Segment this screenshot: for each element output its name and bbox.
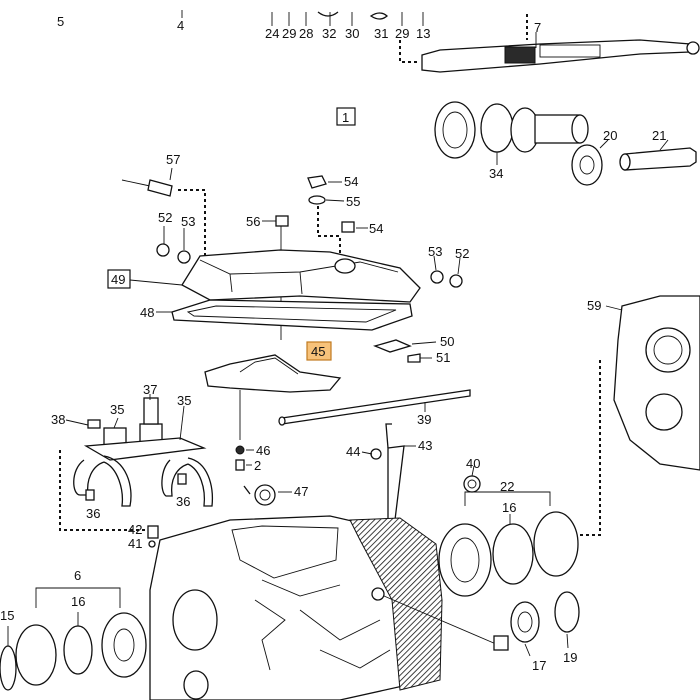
label-16: 16 — [502, 500, 516, 515]
label-39: 39 — [417, 412, 431, 427]
label-55: 55 — [346, 194, 360, 209]
drain-plug — [307, 175, 368, 255]
highlight-box-45 — [306, 341, 332, 361]
ref-box-49 — [107, 269, 131, 289]
part-labels: 5 4 24 29 28 32 30 31 29 13 7 1 34 20 21… — [0, 14, 666, 673]
shift-lever — [361, 423, 416, 529]
label-2: 2 — [254, 458, 261, 473]
label-36: 36 — [176, 494, 190, 509]
cover-gasket — [156, 299, 413, 331]
label-17: 17 — [532, 658, 546, 673]
label-20: 20 — [603, 128, 617, 143]
small-bearings — [510, 591, 580, 657]
label-38: 38 — [51, 412, 65, 427]
shift-plate — [204, 354, 342, 440]
label-35: 35 — [110, 402, 124, 417]
label-35: 35 — [177, 393, 191, 408]
label-43: 43 — [418, 438, 432, 453]
label-29: 29 — [282, 26, 296, 41]
label-59: 59 — [587, 298, 601, 313]
spring-pin — [147, 525, 159, 548]
label-50: 50 — [440, 334, 454, 349]
label-24: 24 — [265, 26, 279, 41]
label-22: 22 — [500, 479, 514, 494]
main-shaft — [399, 14, 700, 73]
label-30: 30 — [345, 26, 359, 41]
label-13: 13 — [416, 26, 430, 41]
gearbox-case — [149, 515, 509, 700]
left-bearings — [0, 587, 147, 691]
label-5: 5 — [57, 14, 64, 29]
top-leaders — [181, 10, 424, 26]
label-52: 52 — [455, 246, 469, 261]
label-45: 45 — [311, 344, 325, 359]
label-54: 54 — [369, 221, 383, 236]
label-44: 44 — [346, 444, 360, 459]
label-28: 28 — [299, 26, 313, 41]
label-32: 32 — [322, 26, 336, 41]
label-52: 52 — [158, 210, 172, 225]
label-1: 1 — [342, 110, 349, 125]
right-bearings — [438, 491, 579, 597]
label-53: 53 — [181, 214, 195, 229]
gear-and-pin — [571, 139, 697, 186]
shift-forks — [59, 394, 214, 531]
label-42: 42 — [128, 522, 142, 537]
label-54: 54 — [344, 174, 358, 189]
label-46: 46 — [256, 443, 270, 458]
label-4: 4 — [177, 18, 184, 33]
torsion-spring — [243, 484, 292, 506]
top-cover — [129, 249, 463, 303]
label-51: 51 — [436, 350, 450, 365]
label-37: 37 — [143, 382, 157, 397]
gear-cluster — [434, 101, 589, 165]
label-31: 31 — [374, 26, 388, 41]
label-6: 6 — [74, 568, 81, 583]
label-40: 40 — [466, 456, 480, 471]
label-16: 16 — [71, 594, 85, 609]
shift-rail — [278, 389, 471, 426]
label-29: 29 — [395, 26, 409, 41]
label-34: 34 — [489, 166, 503, 181]
label-7: 7 — [534, 20, 541, 35]
label-19: 19 — [563, 650, 577, 665]
ref-box-1 — [336, 107, 356, 126]
label-53: 53 — [428, 244, 442, 259]
rear-housing — [578, 295, 700, 536]
bracket — [372, 339, 437, 363]
label-41: 41 — [128, 536, 142, 551]
label-56: 56 — [246, 214, 260, 229]
label-21: 21 — [652, 128, 666, 143]
label-47: 47 — [294, 484, 308, 499]
label-49: 49 — [111, 272, 125, 287]
label-15: 15 — [0, 608, 14, 623]
label-48: 48 — [140, 305, 154, 320]
label-36: 36 — [86, 506, 100, 521]
seal-ring — [463, 465, 481, 493]
detent-ball — [235, 445, 254, 471]
label-57: 57 — [166, 152, 180, 167]
switch-fitting — [121, 167, 206, 264]
